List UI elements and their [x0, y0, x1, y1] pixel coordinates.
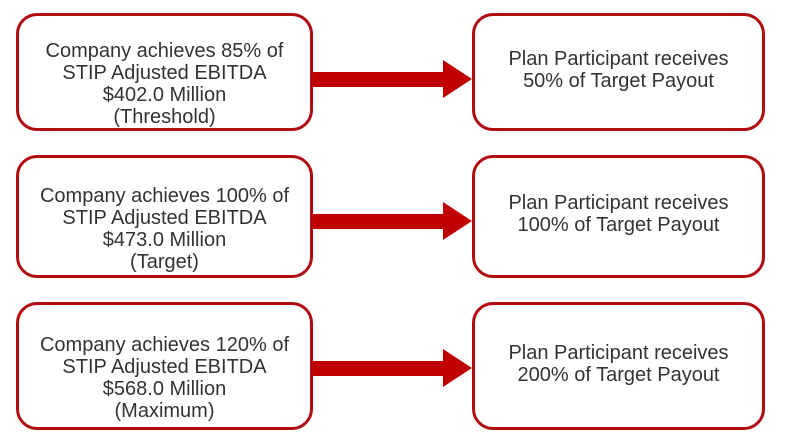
outcome-line: Plan Participant receives — [508, 47, 729, 70]
outcome-box-threshold: Plan Participant receives 50% of Target … — [472, 13, 765, 131]
right-arrow-icon — [313, 13, 472, 131]
outcome-box-maximum: Plan Participant receives 200% of Target… — [472, 302, 765, 430]
condition-box-maximum: Company achieves 120% of STIP Adjusted E… — [16, 302, 313, 430]
condition-line: $473.0 Million — [102, 228, 227, 251]
outcome-line: Plan Participant receives — [508, 341, 729, 364]
diagram-row-threshold: Company achieves 85% of STIP Adjusted EB… — [0, 13, 803, 131]
arrow-shaft — [313, 214, 444, 229]
outcome-line: Plan Participant receives — [508, 192, 729, 214]
diagram-row-target: Company achieves 100% of STIP Adjusted E… — [0, 155, 803, 278]
arrow-head — [443, 349, 472, 387]
right-arrow-icon — [313, 155, 472, 278]
outcome-line: 200% of Target Payout — [517, 363, 720, 386]
condition-line: STIP Adjusted EBITDA — [62, 356, 267, 378]
condition-line: (Threshold) — [113, 106, 216, 128]
arrow-head — [443, 202, 472, 240]
condition-line: Company achieves 85% of — [45, 40, 284, 62]
condition-line: STIP Adjusted EBITDA — [62, 62, 267, 84]
condition-line: $402.0 Million — [102, 84, 227, 106]
arrow-head — [443, 60, 472, 98]
condition-line: $568.0 Million — [102, 378, 227, 400]
outcome-line: 50% of Target Payout — [523, 69, 714, 92]
arrow-shaft — [313, 361, 444, 376]
outcome-line: 100% of Target Payout — [517, 214, 720, 236]
condition-box-target: Company achieves 100% of STIP Adjusted E… — [16, 155, 313, 278]
right-arrow-icon — [313, 302, 472, 430]
condition-line: (Maximum) — [114, 400, 215, 422]
condition-line: (Target) — [130, 250, 199, 273]
condition-line: Company achieves 100% of — [39, 184, 290, 207]
condition-line: STIP Adjusted EBITDA — [62, 206, 267, 229]
diagram-row-maximum: Company achieves 120% of STIP Adjusted E… — [0, 302, 803, 430]
condition-line: Company achieves 120% of — [39, 334, 290, 356]
condition-box-threshold: Company achieves 85% of STIP Adjusted EB… — [16, 13, 313, 131]
arrow-shaft — [313, 72, 444, 87]
outcome-box-target: Plan Participant receives 100% of Target… — [472, 155, 765, 278]
